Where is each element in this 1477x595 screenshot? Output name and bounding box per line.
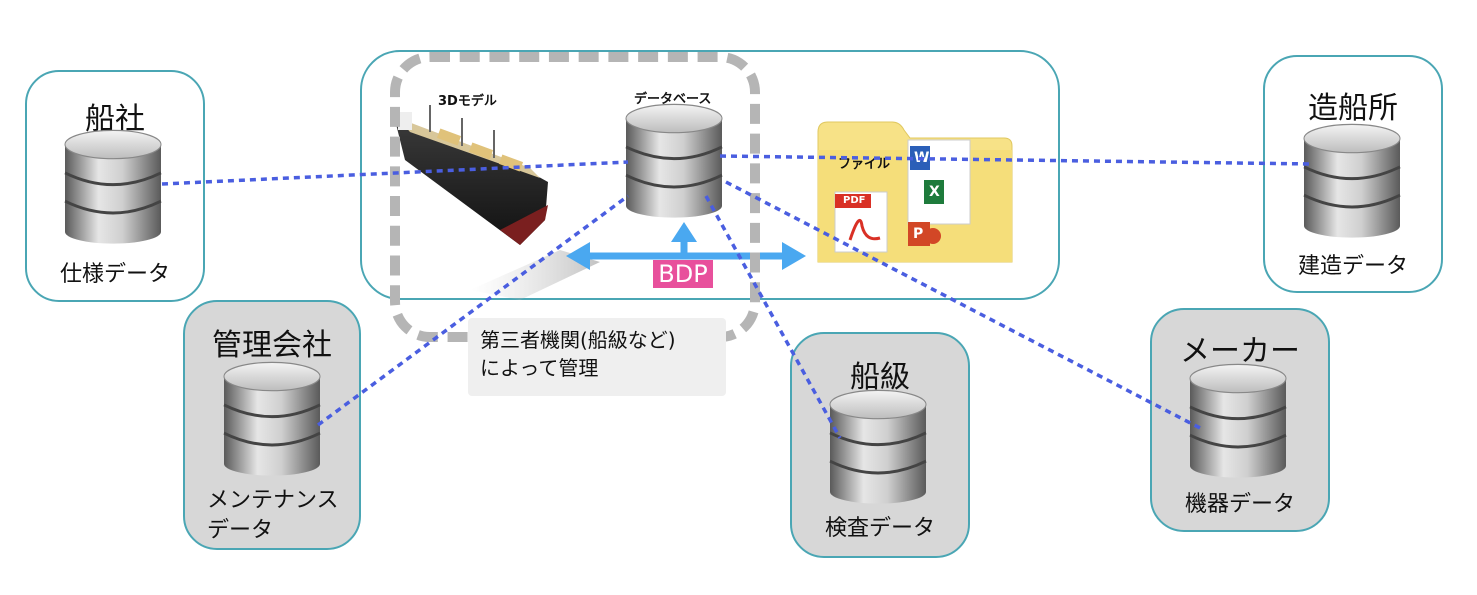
pdf-label: PDF [843, 195, 866, 206]
database-label: データベース [634, 92, 712, 107]
management-subtitle-2: データ [207, 518, 274, 543]
shipyard-title: 造船所 [1308, 91, 1398, 126]
excel-icon: X [929, 184, 940, 200]
note-line-1: 第三者機関(船級など) [480, 328, 676, 352]
maker-subtitle: 機器データ [1184, 492, 1295, 517]
shipowner-database-icon [63, 128, 163, 246]
maker-database-icon [1188, 362, 1288, 480]
management-subtitle-1: メンテナンス [207, 488, 339, 513]
note-line-2: によって管理 [480, 356, 599, 380]
shipyard-database-icon [1302, 122, 1402, 240]
third-party-managed-boundary [390, 52, 760, 342]
shipowner-subtitle: 仕様データ [59, 262, 170, 287]
classification-subtitle: 検査データ [824, 516, 935, 541]
shipyard-node: 造船所 建造データ [1263, 55, 1443, 293]
file-label: ファイル [838, 157, 891, 172]
classification-database-icon [828, 388, 928, 506]
management-title: 管理会社 [212, 328, 332, 363]
bdp-label: BDP [653, 260, 713, 288]
shipyard-subtitle: 建造データ [1297, 254, 1408, 279]
powerpoint-icon: P [913, 226, 924, 242]
model-label: 3Dモデル [438, 94, 497, 109]
management-database-icon [222, 360, 322, 478]
word-icon: W [914, 150, 930, 166]
management-note: 第三者機関(船級など) によって管理 [468, 318, 726, 396]
